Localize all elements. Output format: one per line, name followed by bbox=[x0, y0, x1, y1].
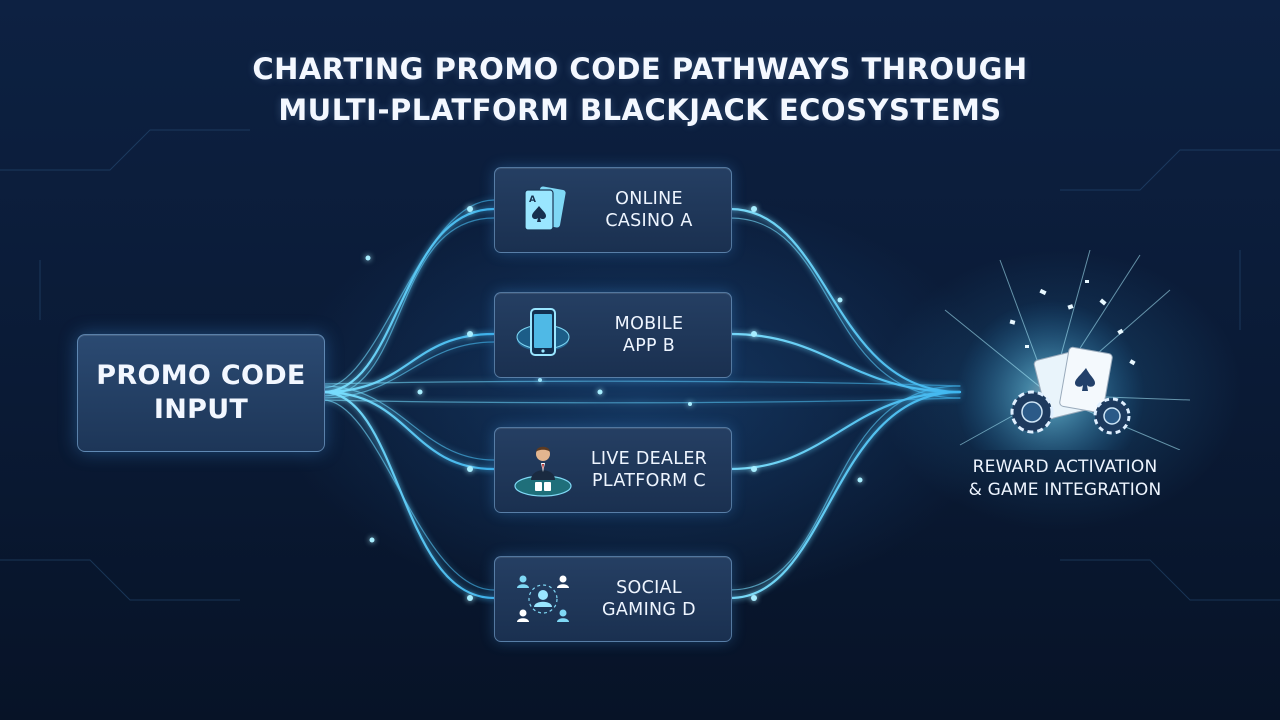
platform-label-line-2: GAMING D bbox=[602, 600, 696, 620]
reward-label-line-1: REWARD ACTIVATION bbox=[972, 457, 1158, 477]
platform-label-line-1: ONLINE bbox=[615, 189, 683, 209]
pathway-nodes bbox=[365, 206, 863, 601]
reward-activation-node: REWARD ACTIVATION & GAME INTEGRATION bbox=[930, 456, 1200, 502]
input-node-label-line-2: INPUT bbox=[153, 394, 249, 425]
platform-node-live-dealer: LIVE DEALER PLATFORM C bbox=[494, 427, 732, 513]
platform-label-line-1: MOBILE bbox=[614, 314, 684, 334]
dealer-icon bbox=[514, 446, 572, 497]
platform-label-line-2: APP B bbox=[622, 336, 676, 356]
reward-label-line-2: & GAME INTEGRATION bbox=[968, 480, 1162, 500]
social-network-icon bbox=[517, 575, 569, 622]
platform-node-mobile-app: MOBILE APP B bbox=[494, 292, 732, 378]
smartphone-icon bbox=[516, 308, 570, 356]
circuit-traces bbox=[0, 129, 1280, 601]
diagram-title-line-2: MULTI-PLATFORM BLACKJACK ECOSYSTEMS bbox=[278, 93, 1002, 127]
diagram-title-line-1: CHARTING PROMO CODE PATHWAYS THROUGH bbox=[252, 52, 1028, 86]
platform-node-social-gaming: SOCIAL GAMING D bbox=[494, 556, 732, 642]
platform-label-line-2: CASINO A bbox=[605, 211, 693, 231]
playing-cards-icon: A bbox=[524, 186, 566, 231]
platform-node-online-casino: A ONLINE CASINO A bbox=[494, 167, 732, 253]
svg-text:A: A bbox=[529, 195, 536, 205]
glowing-pathways bbox=[321, 199, 962, 600]
platform-label-line-2: PLATFORM C bbox=[592, 471, 706, 491]
cards-and-chips-icon bbox=[944, 250, 1190, 450]
promo-code-input-node: PROMO CODE INPUT bbox=[77, 334, 325, 452]
input-node-label-line-1: PROMO CODE bbox=[96, 360, 306, 391]
platform-label-line-1: SOCIAL bbox=[616, 578, 682, 598]
platform-label-line-1: LIVE DEALER bbox=[590, 449, 708, 469]
